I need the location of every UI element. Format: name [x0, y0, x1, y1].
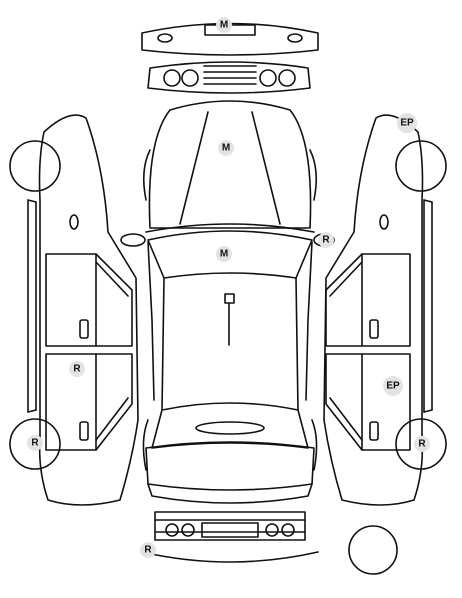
marker-label: M — [222, 143, 230, 154]
front-grille-headlights[interactable] — [147, 61, 311, 94]
right-rear-door[interactable] — [325, 353, 411, 451]
right-front-door[interactable] — [325, 253, 411, 347]
left-front-door[interactable] — [45, 253, 133, 347]
left-side-profile — [9, 114, 139, 506]
marker-label: M — [220, 20, 228, 31]
rear-bumper[interactable] — [141, 511, 319, 563]
marker-left-rear-door[interactable]: R — [69, 361, 85, 377]
rear-window[interactable] — [151, 402, 309, 449]
marker-right-mirror[interactable]: R — [318, 232, 334, 248]
marker-label: R — [322, 235, 330, 246]
trunk-lid[interactable] — [145, 441, 315, 491]
spare-tire[interactable] — [348, 525, 398, 575]
marker-windshield[interactable]: M — [216, 246, 232, 262]
right-fuel-cap — [379, 214, 389, 230]
marker-rear-bumper[interactable]: R — [140, 542, 156, 558]
marker-right-rear-door[interactable]: EP — [383, 376, 403, 396]
marker-label: R — [144, 545, 152, 556]
right-side-profile — [323, 114, 447, 506]
left-rear-wheel[interactable] — [9, 418, 61, 470]
car-body-top-view — [120, 100, 335, 504]
marker-right-front-fender[interactable]: EP — [397, 113, 417, 133]
left-fuel-cap — [69, 214, 79, 230]
marker-label: EP — [386, 381, 400, 392]
marker-label: R — [31, 438, 39, 449]
windshield[interactable] — [147, 230, 313, 279]
left-mirror[interactable] — [120, 233, 146, 247]
marker-hood[interactable]: M — [218, 140, 234, 156]
left-front-wheel[interactable] — [9, 140, 61, 192]
marker-label: EP — [400, 118, 414, 129]
antenna — [224, 293, 235, 304]
marker-right-rear-wheel[interactable]: R — [414, 436, 430, 452]
left-rear-door[interactable] — [45, 353, 133, 451]
marker-label: R — [418, 439, 426, 450]
right-front-wheel[interactable] — [395, 140, 447, 192]
hood[interactable] — [148, 100, 312, 229]
marker-front-bumper[interactable]: M — [216, 17, 232, 33]
marker-left-rear-wheel[interactable]: R — [27, 435, 43, 451]
marker-label: R — [73, 364, 81, 375]
marker-label: M — [220, 249, 228, 260]
right-rear-wheel[interactable] — [395, 418, 447, 470]
